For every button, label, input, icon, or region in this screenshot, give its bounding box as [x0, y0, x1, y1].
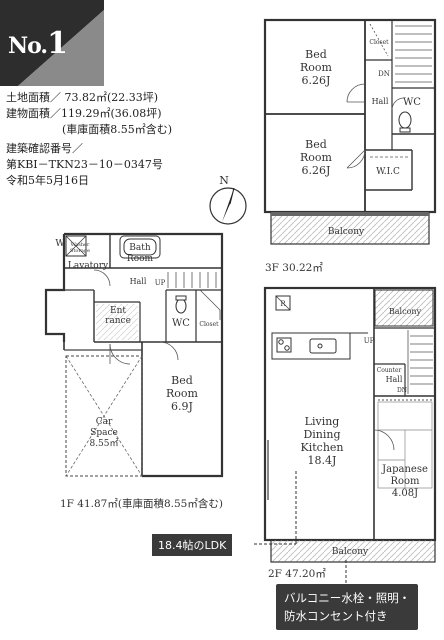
floor-3f-labels: Bed Room 6.26J Bed Room 6.26J Closet DN … — [300, 39, 421, 237]
washer-icon — [65, 235, 87, 257]
land-area: 土地面積／ 73.82㎡(22.33坪) — [6, 91, 159, 104]
car-space-label: Car — [96, 417, 113, 427]
floor-2f-stairs — [407, 330, 433, 394]
bed-room-1f-label-2: Room — [166, 387, 199, 400]
floor-3f-stairs — [395, 25, 432, 83]
up-1f-label: UP — [155, 279, 166, 287]
badge-number: 1 — [47, 26, 68, 61]
balcony-callout: バルコニー水栓・照明・ 防水コンセント付き — [276, 584, 419, 630]
counter-label: Counter — [377, 367, 402, 374]
bed-room-1f-label: Bed — [171, 374, 193, 387]
floor-2f-doors — [267, 429, 395, 500]
balcony-2f-top-label: Balcony — [389, 307, 422, 316]
cert-date: 令和5年5月16日 — [6, 174, 89, 187]
floor-1f-caption: 1F 41.87㎡(車庫面積8.55㎡含む) — [60, 497, 223, 510]
lavatory-label: Lavatory — [68, 261, 109, 271]
fridge-label: R — [280, 300, 286, 308]
closet-3f-label: Closet — [369, 39, 389, 46]
bath-room-label-2: Room — [127, 254, 154, 264]
hall-2f-label: Hall — [386, 375, 403, 384]
bed-room-2-label-2: Room — [300, 151, 333, 164]
ldk-label-3: Kitchen — [301, 441, 344, 454]
wc-1f-label: WC — [172, 318, 190, 329]
callout-leaders — [254, 470, 347, 586]
washer-note-1: Washer — [71, 242, 90, 248]
closet-1f-label: Closet — [199, 321, 219, 328]
bed-room-1-label: Bed — [305, 48, 327, 61]
up-2f-label: UP — [364, 337, 375, 345]
bathtub-icon — [119, 235, 161, 259]
floor-1f-doors — [93, 269, 179, 365]
fridge-icon — [275, 295, 291, 311]
bed-room-1f-size: 6.9J — [171, 400, 193, 413]
washer-note-2: Storage — [70, 248, 90, 254]
cert-label: 建築確認番号／ — [6, 142, 83, 155]
bath-room-label: Bath — [129, 243, 151, 253]
entrance-label-2: rance — [105, 316, 131, 326]
wic-label: W.I.C — [376, 167, 400, 177]
compass-icon: N — [209, 174, 247, 225]
floor-1f-toilet-icon — [175, 295, 187, 314]
floor-3f-doors — [346, 23, 405, 169]
cert-number: 第KBI－TKN23－10－0347号 — [6, 158, 163, 171]
floor-3f — [263, 18, 437, 214]
wc-3f-label: WC — [403, 97, 421, 108]
washer-label: W — [55, 239, 65, 249]
dn-2f-label: DN — [397, 387, 407, 394]
japanese-room-label: Japanese — [381, 464, 428, 475]
japanese-room-label-2: Room — [390, 476, 420, 487]
balcony-3f-label: Balcony — [328, 227, 365, 237]
balcony-callout-line-2: 防水コンセント付き — [284, 609, 388, 623]
floor-2f-balcony — [270, 539, 436, 563]
building-area: 建物面積／119.29㎡(36.08坪) — [6, 107, 162, 120]
hall-1f-label: Hall — [130, 277, 147, 286]
dn-3f-label: DN — [378, 70, 390, 78]
car-space-area — [64, 349, 143, 477]
badge-prefix: No. — [8, 33, 48, 59]
entrance-floor — [96, 304, 138, 340]
floor-3f-toilet-icon — [398, 111, 412, 133]
floor-1f-stairs — [167, 272, 221, 320]
bed-room-2-label: Bed — [305, 138, 327, 151]
floor-2f-caption: 2F 47.20㎡ — [268, 568, 326, 580]
japanese-room-size: 4.08J — [392, 488, 418, 499]
badge-background — [0, 0, 104, 86]
compass-north-label: N — [219, 174, 229, 187]
floor-1f — [44, 232, 224, 478]
bed-room-1-label-2: Room — [300, 61, 333, 74]
car-space-label-2: Space — [90, 428, 118, 438]
ldk-callout: 18.4帖のLDK — [152, 534, 233, 556]
car-space-area-label: 8.55㎡ — [89, 438, 118, 449]
balcony-callout-line-1: バルコニー水栓・照明・ — [284, 591, 411, 605]
japanese-room-tatami — [377, 401, 433, 489]
bed-room-2-size: 6.26J — [302, 164, 331, 177]
kitchen-counter — [271, 332, 368, 360]
ldk-label-1: Living — [305, 415, 340, 428]
floor-1f-labels: W Washer Storage Lavatory Bath Room Hall… — [55, 239, 219, 449]
floor-2f-labels: R Balcony UP Counter Hall DN Living Dini… — [280, 300, 428, 557]
entrance-label: Ent — [110, 306, 126, 316]
balcony-2f-top — [374, 289, 434, 327]
ldk-size: 18.4J — [308, 454, 337, 467]
garage-note: (車庫面積8.55㎡含む) — [62, 123, 173, 136]
balcony-2f-bottom-label: Balcony — [332, 547, 369, 557]
floor-3f-caption: 3F 30.22㎡ — [265, 262, 323, 274]
bed-room-1-size: 6.26J — [302, 74, 331, 87]
floor-3f-balcony — [270, 211, 430, 245]
ldk-label-2: Dining — [303, 428, 340, 441]
hall-3f-label: Hall — [372, 97, 389, 106]
